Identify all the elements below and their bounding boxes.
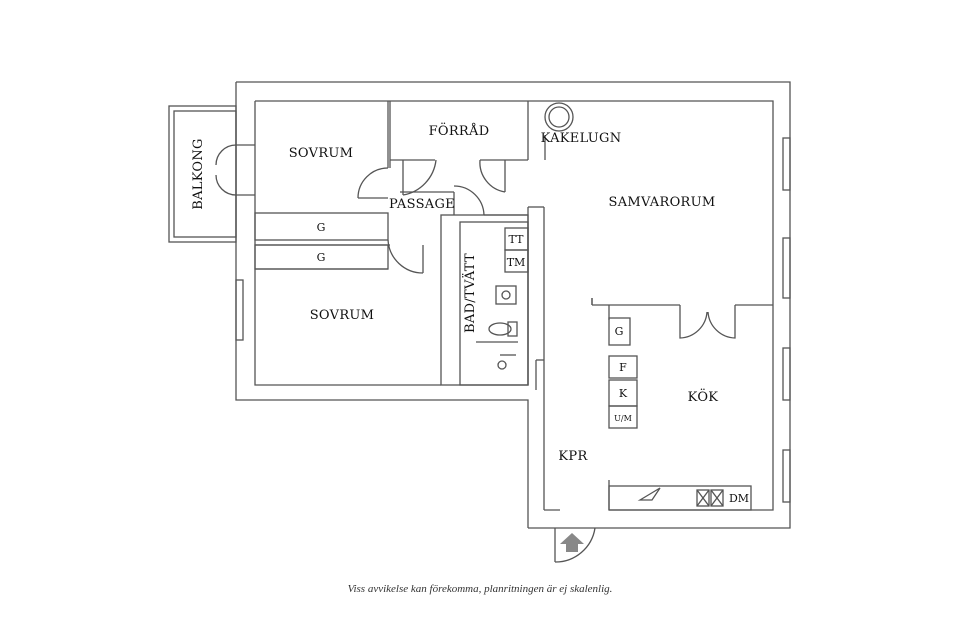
hallway-label: KPR bbox=[558, 449, 588, 464]
wardrobe-bottom-label: G bbox=[317, 251, 326, 264]
hallway-walls bbox=[527, 206, 773, 510]
bedroom-bottom-label: SOVRUM bbox=[310, 308, 375, 323]
disclaimer-text: Viss avvikelse kan förekomma, planritnin… bbox=[348, 583, 613, 595]
kitchen-cabinets bbox=[608, 317, 752, 511]
dishwasher-label: DM bbox=[729, 492, 749, 505]
freezer-label: K bbox=[619, 387, 628, 400]
kitchen-label: KÖK bbox=[688, 388, 719, 405]
washing-machine-label: TM bbox=[507, 256, 526, 269]
tiled-stove bbox=[544, 102, 574, 160]
tiled-stove-label: KAKELUGN bbox=[541, 131, 622, 146]
balcony-label: BALKONG bbox=[191, 138, 206, 209]
passage-label: PASSAGE bbox=[389, 197, 455, 212]
fridge-label: F bbox=[619, 361, 627, 374]
storage-walls bbox=[389, 101, 529, 196]
living-room-label: SAMVARORUM bbox=[609, 195, 716, 210]
oven-microwave-label: U/M bbox=[614, 414, 632, 423]
wardrobe-top-label: G bbox=[317, 221, 326, 234]
entrance-door bbox=[554, 527, 596, 563]
tumble-dryer-label: TT bbox=[509, 233, 525, 246]
bedroom-top-walls bbox=[254, 101, 390, 270]
storage-label: FÖRRÅD bbox=[429, 122, 490, 139]
bathroom-label: BAD/TVÄTT bbox=[461, 253, 478, 333]
windows bbox=[235, 137, 791, 503]
passage-doors bbox=[357, 167, 528, 274]
wardrobe-kitchen-label: G bbox=[615, 325, 624, 338]
balcony-outline bbox=[168, 105, 237, 243]
balcony-doors bbox=[215, 144, 255, 196]
bedroom-top-label: SOVRUM bbox=[289, 146, 354, 161]
entrance-arrow-icon bbox=[560, 533, 584, 552]
